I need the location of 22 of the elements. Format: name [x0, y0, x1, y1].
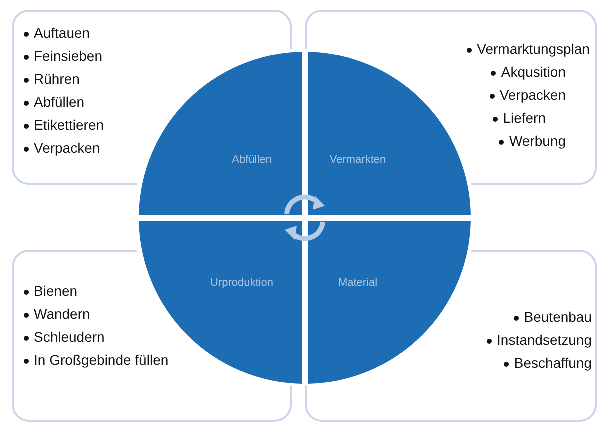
list-item-text: Beschaffung	[514, 355, 592, 371]
list-item-text: In Großgebinde füllen	[34, 352, 169, 368]
list-item-text: Liefern	[503, 110, 546, 126]
list-item-text: Akqusition	[501, 64, 566, 80]
list-item-text: Werbung	[509, 133, 566, 149]
segment-label: Urproduktion	[210, 277, 274, 289]
list-item-text: Wandern	[34, 306, 90, 322]
list-item-text: Verpacken	[34, 140, 100, 156]
list-item-text: Bienen	[34, 283, 78, 299]
list-item-text: Verpacken	[500, 87, 566, 103]
list-item-text: Vermarktungsplan	[477, 41, 590, 57]
list-item-text: Schleudern	[34, 329, 105, 345]
list-item-text: Rühren	[34, 71, 80, 87]
segment-label: Vermarkten	[330, 154, 386, 166]
list-item-text: Beutenbau	[524, 309, 592, 325]
list-item-text: Etikettieren	[34, 117, 104, 133]
segment-label: Abfüllen	[232, 154, 272, 166]
list-item-text: Auftauen	[34, 25, 90, 41]
list-item-text: Instandsetzung	[497, 332, 592, 348]
segment-label: Material	[338, 277, 378, 289]
list-item-text: Feinsieben	[34, 48, 102, 64]
list-item-text: Abfüllen	[34, 94, 85, 110]
